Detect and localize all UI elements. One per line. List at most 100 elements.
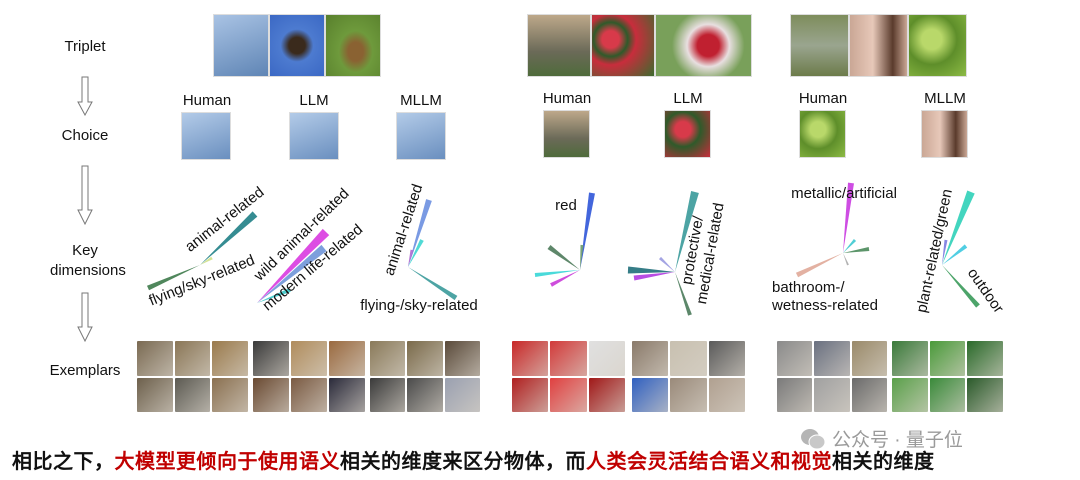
watermark: 公众号 · 量子位 (800, 425, 963, 452)
exemplar-grid (370, 341, 480, 412)
caption-highlight: 人类会灵活结合语义和视觉 (586, 451, 832, 473)
caption-text: 相关的维度 (832, 451, 935, 473)
choice-label-llm: LLM (299, 92, 329, 109)
dimension-petal (658, 256, 675, 272)
dimension-petal (257, 288, 291, 303)
exemplar-grid (512, 341, 625, 412)
triplet-image-eagle (269, 14, 325, 77)
exemplar-grid (137, 341, 248, 412)
dimension-petal (942, 190, 975, 265)
exemplar-image (444, 377, 480, 412)
exemplar-image (253, 377, 289, 412)
triplet-image-trough (790, 14, 849, 77)
exemplar-image (929, 341, 966, 376)
petal-chart (257, 228, 330, 303)
exemplar-image (929, 377, 966, 412)
dimension-petal (200, 211, 258, 265)
choice-label-llm: LLM (673, 90, 703, 107)
dimension-petal (843, 253, 849, 266)
caption-highlight: 大模型更倾向于使用语义 (114, 451, 340, 473)
exemplar-image (550, 377, 587, 412)
triplet-image-tulips (591, 14, 655, 77)
dimension-label: flying-/sky-related (360, 297, 478, 314)
choice-image-pipe (921, 110, 968, 158)
exemplar-image (291, 341, 327, 376)
dimension-label: metallic/artificial (791, 185, 897, 202)
caption-text: 相比之下， (12, 451, 115, 473)
exemplar-image (329, 377, 365, 412)
down-arrow-icon (77, 76, 93, 116)
dimension-petal (408, 199, 432, 267)
exemplar-image (777, 341, 813, 376)
caption-text: 相关的维度来区分物体，而 (340, 451, 586, 473)
exemplar-image (370, 341, 406, 376)
exemplar-grid (632, 341, 745, 412)
petal-chart (534, 192, 595, 287)
dimension-label-line: wetness-related (772, 297, 878, 314)
exemplar-image (967, 341, 1003, 376)
dimension-petal (534, 270, 580, 277)
dimension-petal (580, 244, 584, 270)
exemplar-image (670, 341, 707, 376)
exemplar-image (444, 341, 480, 376)
exemplar-image (814, 341, 850, 376)
triplet-image-limes (908, 14, 967, 77)
dimension-label: bathroom-/wetness-related (772, 279, 878, 315)
dimension-petal (627, 266, 675, 274)
exemplar-image (329, 341, 365, 376)
petal-chart (627, 191, 699, 316)
petal-chart (146, 211, 258, 291)
exemplar-image (892, 341, 928, 376)
exemplar-image (174, 341, 211, 376)
exemplar-image (814, 377, 850, 412)
row-label-triplet: Triplet (64, 38, 106, 55)
choice-image-jet (289, 112, 339, 160)
exemplar-image (588, 341, 625, 376)
exemplar-image (407, 341, 443, 376)
exemplar-image (137, 377, 173, 412)
choice-image-birdhouse (543, 110, 590, 158)
exemplar-image (708, 377, 745, 412)
row-label-key-dimensions: Key dimensions (50, 242, 126, 279)
dimension-petal (843, 238, 857, 253)
choice-image-jet (396, 112, 446, 160)
exemplar-image (708, 341, 745, 376)
triplet-image-groundhog (325, 14, 381, 77)
exemplar-image (550, 341, 587, 376)
exemplar-grid (253, 341, 365, 412)
choice-label-mllm: MLLM (924, 90, 966, 107)
dimension-petal (942, 265, 980, 308)
exemplar-image (212, 377, 248, 412)
dimension-petal (257, 228, 330, 303)
row-label-exemplars: Exemplars (49, 362, 121, 379)
dimension-petal (408, 267, 458, 301)
exemplar-image (851, 377, 887, 412)
exemplar-image (632, 341, 669, 376)
exemplar-image (212, 341, 248, 376)
dimension-petal (257, 244, 327, 303)
dimension-petal (633, 272, 675, 281)
row-label-choice: Choice (61, 127, 109, 144)
dimension-petal (675, 272, 692, 316)
exemplar-image (512, 377, 549, 412)
exemplar-image (851, 341, 887, 376)
dimension-petal (795, 253, 843, 278)
choice-image-tulips (664, 110, 711, 158)
choice-image-limes (799, 110, 846, 158)
exemplar-image (588, 377, 625, 412)
wechat-icon (801, 428, 826, 449)
exemplar-image (777, 377, 813, 412)
petal-chart (795, 182, 870, 278)
dimension-petal (843, 182, 854, 253)
choice-label-human: Human (542, 90, 592, 107)
choice-label-human: Human (182, 92, 232, 109)
petal-chart (942, 190, 980, 308)
down-arrow-icon (77, 165, 93, 225)
triplet-image-jet (213, 14, 269, 77)
exemplar-image (407, 377, 443, 412)
exemplar-image (137, 341, 173, 376)
dimension-petal (408, 239, 424, 267)
dimension-petal (843, 247, 870, 253)
petal-chart (408, 199, 458, 301)
triplet-image-pipe (849, 14, 908, 77)
